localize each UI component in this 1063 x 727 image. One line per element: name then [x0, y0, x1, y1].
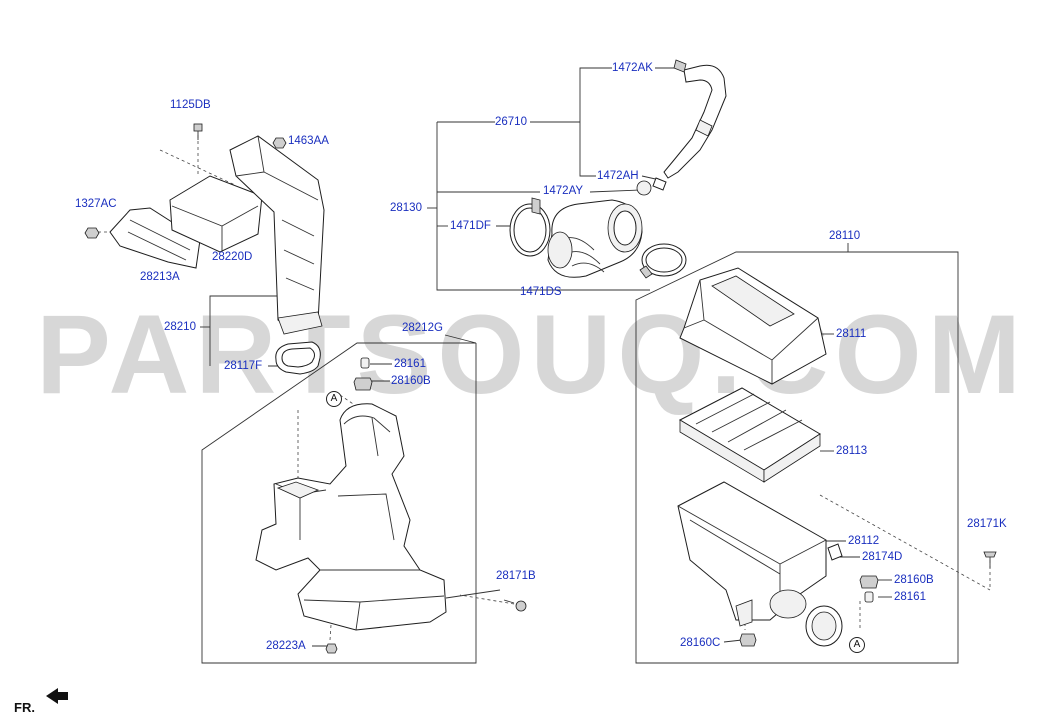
label-28212G[interactable]: 28212G: [402, 322, 443, 334]
label-28223A[interactable]: 28223A: [266, 640, 306, 652]
intake-hose-28130: [547, 199, 643, 278]
label-28110[interactable]: 28110: [829, 230, 861, 242]
lower-duct-28212G: [255, 403, 447, 631]
label-28160C[interactable]: 28160C: [680, 637, 721, 649]
clip-28174D: [827, 543, 843, 561]
label-1463AA[interactable]: 1463AA: [288, 135, 329, 147]
insulator-28160B-left: [353, 377, 373, 391]
bolt-28171K: [983, 551, 997, 568]
label-1471DF[interactable]: 1471DF: [450, 220, 491, 232]
insulator-28160C: [739, 633, 757, 647]
front-direction-arrow-icon: [46, 688, 68, 704]
label-28113[interactable]: 28113: [836, 445, 868, 457]
label-1472AH[interactable]: 1472AH: [597, 170, 639, 182]
label-28213A[interactable]: 28213A: [140, 271, 180, 283]
nut-1327AC: [84, 227, 100, 239]
air-duct-28210: [229, 135, 325, 335]
box-28212G: [201, 342, 477, 664]
label-26710[interactable]: 26710: [495, 116, 527, 128]
lower-case-28112: [677, 481, 827, 627]
label-1327AC[interactable]: 1327AC: [75, 198, 117, 210]
box-28110: [635, 251, 959, 664]
bracket-28130: [436, 122, 650, 291]
nut-1463AA: [272, 137, 287, 149]
label-1472AY[interactable]: 1472AY: [543, 185, 584, 197]
label-28111[interactable]: 28111: [836, 328, 867, 340]
clamp-1472AH: [636, 180, 652, 196]
label-28117F[interactable]: 28117F: [224, 360, 263, 372]
bolt-28223A: [325, 643, 338, 654]
label-1471DS[interactable]: 1471DS: [520, 286, 562, 298]
grommet-28161-right: [864, 591, 874, 603]
reference-marker-a-left: A: [326, 391, 342, 407]
resonator-28220D: [169, 175, 263, 253]
grommet-28161-left: [360, 357, 370, 369]
label-28161-left[interactable]: 28161: [394, 358, 426, 370]
label-28161-right[interactable]: 28161: [894, 591, 926, 603]
label-1125DB[interactable]: 1125DB: [170, 99, 211, 111]
label-28171B[interactable]: 28171B: [496, 570, 536, 582]
cover-28111: [679, 267, 827, 385]
label-28210[interactable]: 28210: [164, 321, 196, 333]
label-28160B-right[interactable]: 28160B: [894, 574, 934, 586]
front-direction-label: FR.: [14, 700, 35, 715]
label-28112[interactable]: 28112: [848, 535, 880, 547]
label-28160B-left[interactable]: 28160B: [391, 375, 431, 387]
bolt-1125DB: [193, 123, 203, 140]
label-28220D[interactable]: 28220D: [212, 251, 253, 263]
insulator-28160B-right: [859, 575, 879, 589]
label-28171K[interactable]: 28171K: [967, 518, 1007, 530]
bolt-28171B: [503, 599, 527, 612]
bracket-28213A: [109, 207, 201, 269]
label-28174D[interactable]: 28174D: [862, 551, 903, 563]
reference-marker-a-right: A: [849, 637, 865, 653]
label-1472AK[interactable]: 1472AK: [612, 62, 653, 74]
filter-element-28113: [678, 387, 821, 483]
label-28130[interactable]: 28130: [390, 202, 422, 214]
breather-hose: [663, 59, 727, 179]
